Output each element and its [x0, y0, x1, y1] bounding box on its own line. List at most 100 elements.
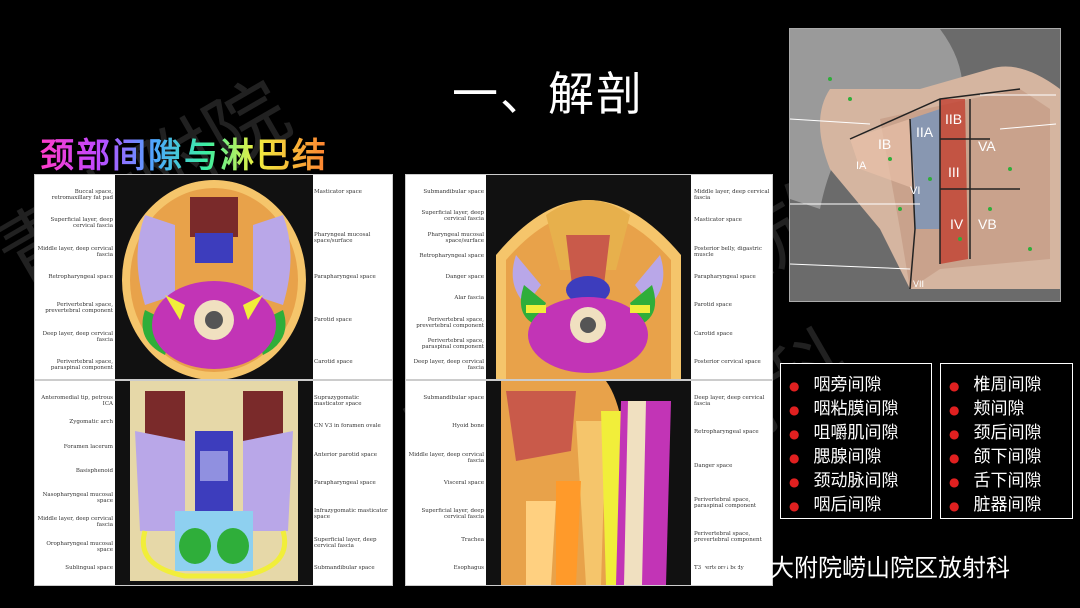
sagittal-illustration — [486, 381, 691, 585]
bullet-icon: ● — [949, 450, 960, 465]
annotation-label: Perivertebral space, prevertebral compon… — [416, 316, 484, 329]
annotation-label: Oropharyngeal mucosal space — [46, 540, 113, 553]
legend-item: ●咽粘膜间隙 — [789, 399, 899, 419]
zone-iib: IIB — [945, 111, 962, 127]
annotation-label: Perivertebral space, paraspinal componen… — [50, 359, 113, 371]
coronal-illustration — [115, 381, 313, 585]
annotation-label: Esophagus — [453, 565, 484, 571]
zone-ia: IA — [856, 160, 867, 172]
annotation-label: Middle layer, deep cervical fascia — [694, 189, 770, 201]
annotation-label: Posterior belly, digastric muscle — [694, 245, 762, 258]
page-title: 一、解剖 — [452, 67, 644, 121]
annotation-label: Middle layer, deep cervical fascia — [37, 516, 113, 529]
zone-ib: IB — [878, 136, 891, 152]
annotation-label: Anterior parotid space — [314, 451, 377, 458]
annotation-label: Retropharyngeal space — [48, 274, 113, 280]
legend-item: ●颌下间隙 — [949, 447, 1042, 467]
annotation-label: Foramen lacerum — [63, 443, 113, 450]
legend-item: ●咽后间隙 — [789, 495, 882, 515]
annotation-label: Trachea — [461, 536, 484, 543]
bullet-icon: ● — [789, 402, 800, 417]
annotation-label: Perivertebral space, prevertebral compon… — [694, 531, 762, 543]
legend-item: ●腮腺间隙 — [789, 447, 882, 467]
zone-iii: III — [948, 164, 960, 180]
annotation-label: Perivertebral space, paraspinal componen… — [421, 337, 484, 350]
zone-vi: VI — [910, 185, 920, 197]
annotation-label: Retropharyngeal space — [694, 429, 759, 435]
footer-credit: 青大附院崂山院区放射科 — [746, 554, 1010, 582]
annotation-label: Retropharyngeal space — [419, 252, 484, 259]
annotation-label: Masticator space — [694, 217, 742, 224]
annotation-label: Deep layer, deep cervical fascia — [413, 359, 484, 371]
zone-vii: VII — [913, 279, 924, 289]
annotation-label: Hyoid bone — [452, 423, 484, 430]
annotation-label: Pharyngeal mucosal space/surface — [427, 231, 484, 244]
legend-item: ●咀嚼肌间隙 — [789, 423, 899, 443]
annotation-label: Superficial layer, deep cervical fascia — [421, 508, 484, 521]
bullet-icon: ● — [789, 474, 800, 489]
bullet-icon: ● — [949, 426, 960, 441]
annotation-label: Parotid space — [314, 316, 352, 323]
annotation-label: Visceral space — [443, 480, 484, 486]
zone-iia: IIA — [916, 124, 934, 140]
annotation-label: Parapharyngeal space — [694, 274, 756, 280]
annotation-label: Superficial layer, deep cervical fascia — [50, 217, 113, 230]
annotation-label: Buccal space, retromaxillary fat pad — [51, 189, 113, 201]
axial-oropharynx-illustration — [486, 175, 691, 379]
wechat-icon — [702, 553, 738, 577]
annotation-label: Pharyngeal mucosal space/surface — [314, 231, 371, 244]
zone-va: VA — [978, 138, 996, 154]
annotation-label: Superficial layer, deep cervical fascia — [314, 536, 377, 549]
annotation-label: T3 vertebral body — [694, 565, 744, 571]
legend-item: ●脏器间隙 — [949, 495, 1042, 515]
annotation-label: Perivertebral space, paraspinal componen… — [694, 497, 757, 509]
neck-lymph-level-diagram: IB IA IIA IIB III VA IV VB VI VII — [789, 28, 1061, 302]
bullet-icon: ● — [949, 402, 960, 417]
zone-vb: VB — [978, 216, 997, 232]
anatomy-panel-coronal: Anteromedial tip, petrous ICA Zygomatic a… — [34, 380, 393, 586]
legend-item: ●颈后间隙 — [949, 423, 1042, 443]
annotation-label: Submandibular space — [314, 565, 375, 571]
annotation-label: Parotid space — [694, 302, 732, 309]
legend-right: ●椎周间隙 ●颊间隙 ●颈后间隙 ●颌下间隙 ●舌下间隙 ●脏器间隙 — [940, 363, 1073, 519]
annotation-label: Submandibular space — [423, 395, 484, 401]
legend-item: ●椎周间隙 — [949, 375, 1042, 395]
annotation-label: Danger space — [445, 274, 484, 280]
annotation-label: Suprazygomatic masticator space — [314, 395, 362, 407]
legend-left: ●咽旁间隙 ●咽粘膜间隙 ●咀嚼肌间隙 ●腮腺间隙 ●颈动脉间隙 ●咽后间隙 — [780, 363, 932, 519]
annotation-label: Masticator space — [314, 189, 362, 195]
neck-illustration: IB IA IIA IIB III VA IV VB VI VII — [790, 29, 1060, 301]
bullet-icon: ● — [949, 378, 960, 393]
annotation-label: Posterior cervical space — [694, 359, 761, 365]
legend-item: ●颈动脉间隙 — [789, 471, 899, 491]
annotation-label: Anteromedial tip, petrous ICA — [41, 395, 113, 407]
annotation-label: Submandibular space — [423, 189, 484, 195]
page-subtitle: 颈部间隙与淋巴结 — [40, 128, 328, 177]
zone-iv: IV — [950, 216, 964, 232]
annotation-label: Danger space — [694, 463, 733, 469]
bullet-icon: ● — [789, 450, 800, 465]
annotation-label: Carotid space — [694, 330, 733, 337]
annotation-label: Carotid space — [314, 359, 353, 365]
annotation-label: Perivertebral space, prevertebral compon… — [45, 302, 113, 315]
annotation-label: Infrazygomatic masticator space — [314, 508, 388, 521]
annotation-label: Superficial layer, deep cervical fascia — [421, 210, 484, 223]
annotation-label: Deep layer, deep cervical fascia — [42, 330, 113, 343]
annotation-label: Alar fascia — [454, 295, 484, 302]
annotation-label: Deep layer, deep cervical fascia — [694, 395, 765, 407]
bullet-icon: ● — [789, 498, 800, 513]
annotation-label: Basisphenoid — [75, 467, 113, 474]
bullet-icon: ● — [949, 474, 960, 489]
annotation-label: Nasopharyngeal mucosal space — [42, 492, 113, 505]
bullet-icon: ● — [789, 378, 800, 393]
annotation-label: Parapharyngeal space — [314, 274, 376, 280]
bullet-icon: ● — [789, 426, 800, 441]
annotation-label: CN V3 in foramen ovale — [314, 423, 381, 430]
annotation-label: Parapharyngeal space — [314, 480, 376, 486]
annotation-label: Zygomatic arch — [69, 419, 113, 426]
legend-item: ●舌下间隙 — [949, 471, 1042, 491]
bullet-icon: ● — [949, 498, 960, 513]
